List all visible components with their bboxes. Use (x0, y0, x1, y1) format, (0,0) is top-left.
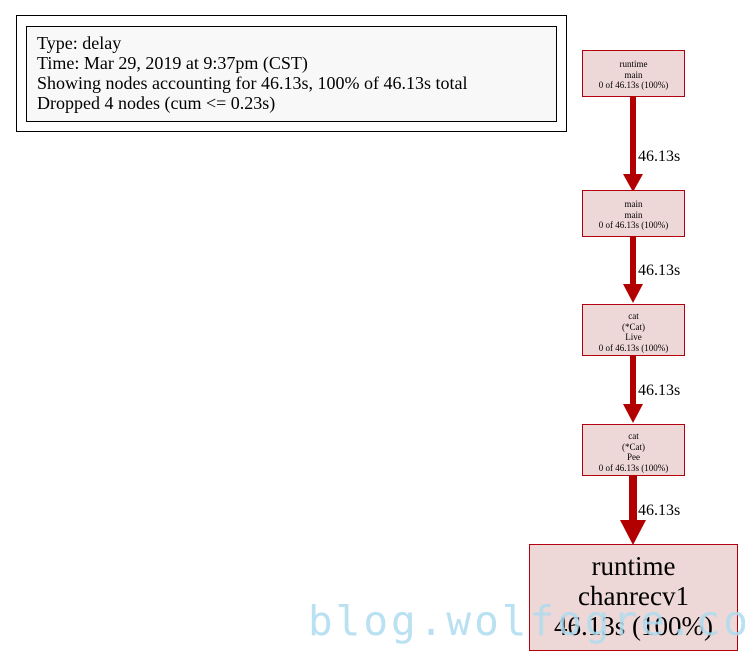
legend-type: Type: delay (37, 33, 122, 53)
node-function: chanrecv1 (578, 581, 689, 611)
legend-dropped: Dropped 4 nodes (cum <= 0.23s) (37, 93, 276, 113)
edge-label: 46.13s (638, 262, 681, 279)
node-cat-pee[interactable]: cat (*Cat) Pee 0 of 46.13s (100%) (582, 424, 685, 476)
edge-cat-pee-to-runtime-chanrecv1[interactable] (620, 476, 646, 545)
node-package: main (624, 199, 643, 209)
node-cost: 0 of 46.13s (100%) (598, 220, 669, 230)
node-cost: 0 of 46.13s (100%) (598, 342, 669, 353)
node-function: Live (625, 332, 642, 342)
edge-label: 46.13s (638, 382, 681, 399)
node-function: Pee (627, 452, 640, 462)
node-cost: 0 of 46.13s (100%) (598, 462, 669, 473)
legend-time: Time: Mar 29, 2019 at 9:37pm (CST) (37, 53, 308, 73)
legend-showing: Showing nodes accounting for 46.13s, 100… (37, 73, 468, 93)
node-main-main[interactable]: main main 0 of 46.13s (100%) (582, 190, 685, 237)
edge-label: 46.13s (638, 148, 681, 165)
legend-box: Type: delay Time: Mar 29, 2019 at 9:37pm… (26, 26, 557, 122)
node-runtime-chanrecv1[interactable]: runtime chanrecv1 46.13s (100%) (529, 544, 738, 651)
node-package: cat (628, 311, 639, 321)
edge-runtime-main-to-main-main[interactable] (623, 97, 643, 192)
node-receiver: (*Cat) (622, 321, 645, 332)
watermark-text: blog.wolfogre.com (308, 597, 745, 645)
edge-cat-live-to-cat-pee[interactable] (623, 356, 643, 423)
node-package: runtime (619, 59, 648, 69)
node-cost: 0 of 46.13s (100%) (598, 80, 669, 90)
node-function: main (624, 69, 643, 80)
edge-label: 46.13s (638, 502, 681, 519)
node-package: runtime (591, 551, 676, 581)
node-cat-live[interactable]: cat (*Cat) Live 0 of 46.13s (100%) (582, 304, 685, 356)
edge-main-main-to-cat-live[interactable] (623, 236, 643, 303)
node-runtime-main[interactable]: runtime main 0 of 46.13s (100%) (582, 50, 685, 97)
node-function: main (624, 209, 643, 220)
node-package: cat (628, 431, 639, 441)
node-receiver: (*Cat) (622, 441, 645, 452)
node-cost: 46.13s (100%) (554, 611, 713, 641)
